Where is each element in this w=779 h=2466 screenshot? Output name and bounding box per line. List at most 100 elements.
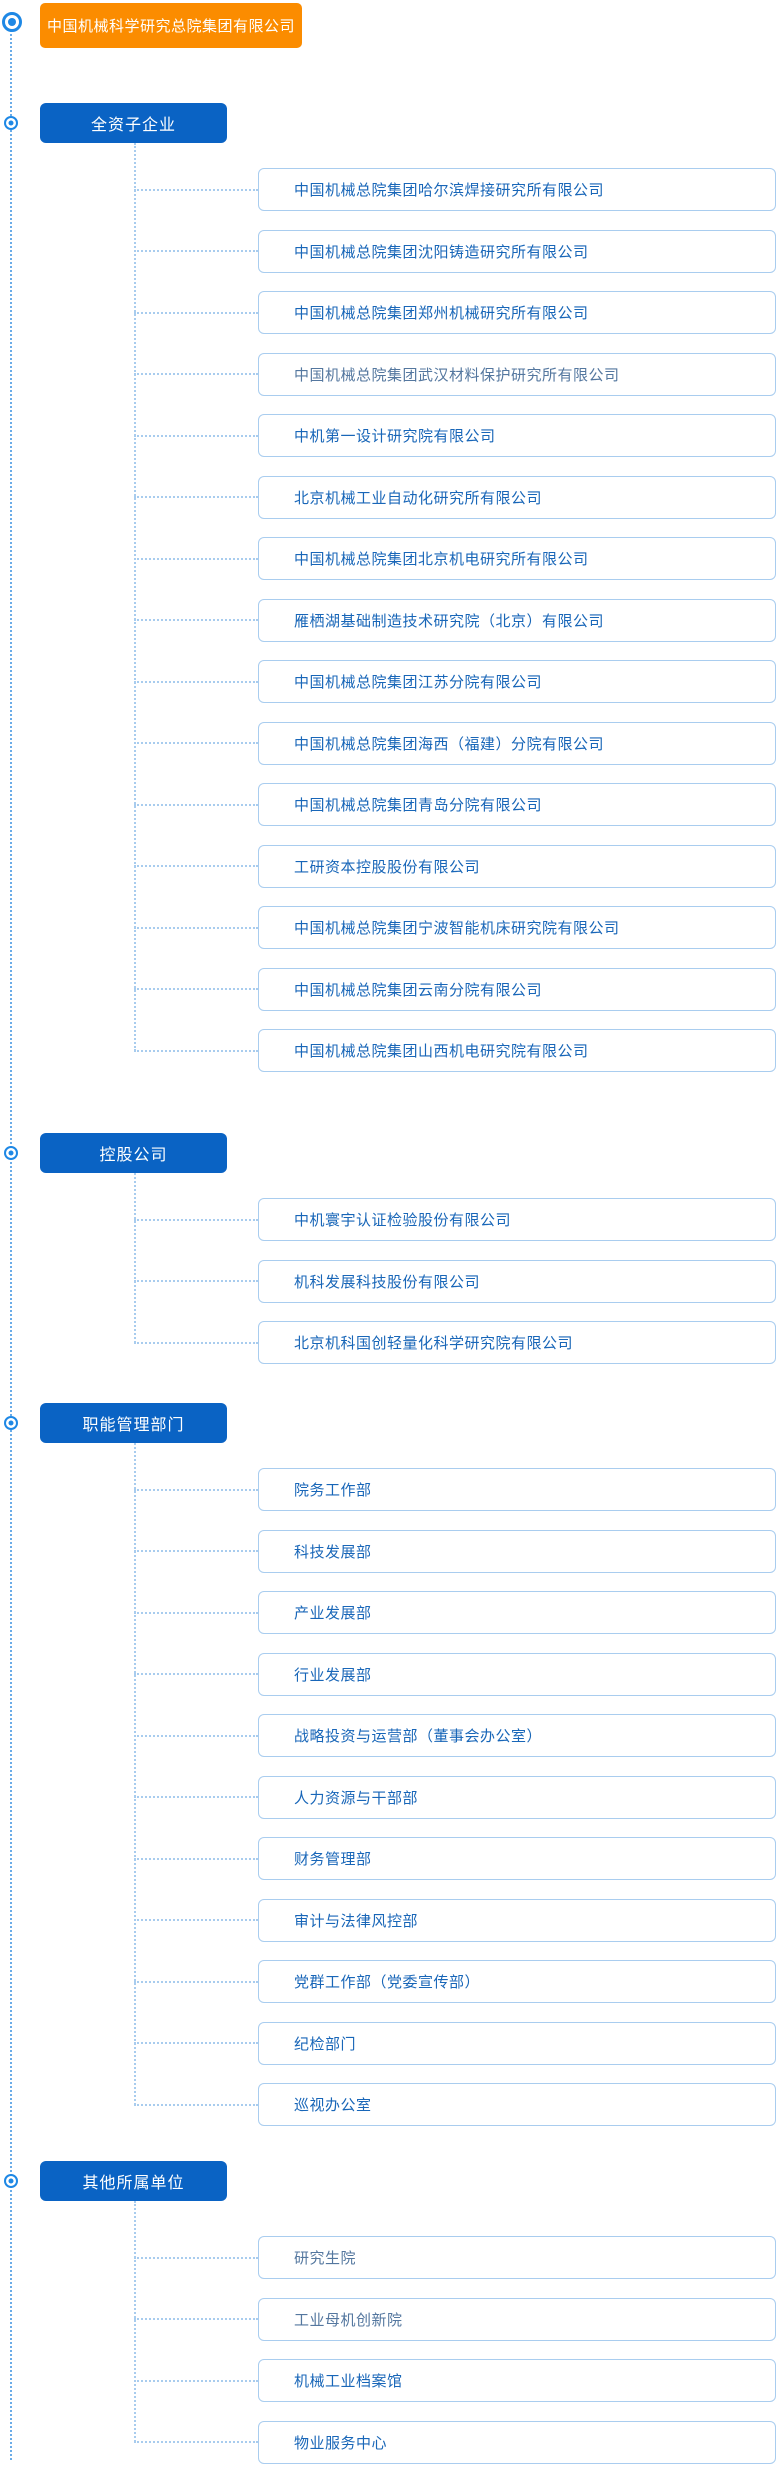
- org-item-label: 纪检部门: [294, 2035, 357, 2053]
- org-item[interactable]: 中国机械总院集团郑州机械研究所有限公司: [258, 291, 776, 334]
- org-item[interactable]: 中国机械总院集团沈阳铸造研究所有限公司: [258, 229, 776, 273]
- section-header-0[interactable]: 全资子企业: [40, 103, 227, 143]
- item-connector-line: [134, 1919, 258, 1921]
- section-header-2[interactable]: 职能管理部门: [40, 1403, 227, 1443]
- org-item-label: 工业母机创新院: [294, 2311, 403, 2329]
- org-item[interactable]: 中国机械总院集团江苏分院有限公司: [258, 660, 776, 703]
- org-item-label: 巡视办公室: [294, 2097, 372, 2114]
- org-item[interactable]: 机科发展科技股份有限公司: [258, 1259, 776, 1303]
- org-item[interactable]: 中国机械总院集团北京机电研究所有限公司: [258, 537, 776, 580]
- org-item[interactable]: 产业发展部: [258, 1591, 776, 1634]
- org-item-label: 行业发展部: [294, 1666, 372, 1684]
- item-connector-line: [134, 803, 258, 806]
- item-connector-line: [134, 1980, 258, 1983]
- org-item[interactable]: 中机第一设计研究院有限公司: [258, 414, 776, 457]
- org-item[interactable]: 雁栖湖基础制造技术研究院（北京）有限公司: [258, 598, 776, 642]
- org-item-label: 中国机械总院集团山西机电研究院有限公司: [294, 1043, 589, 1060]
- org-item[interactable]: 工业母机创新院: [258, 2297, 776, 2341]
- section-branch-line: [134, 1443, 136, 2105]
- item-connector-line: [134, 557, 258, 560]
- org-item-label: 机科发展科技股份有限公司: [294, 1273, 481, 1291]
- org-item[interactable]: 中国机械总院集团山西机电研究院有限公司: [258, 1029, 776, 1072]
- org-item[interactable]: 中机寰宇认证检验股份有限公司: [258, 1198, 776, 1241]
- org-item-label: 中国机械总院集团宁波智能机床研究院有限公司: [294, 920, 620, 937]
- org-item[interactable]: 审计与法律风控部: [258, 1898, 776, 1942]
- org-item[interactable]: 北京机科国创轻量化科学研究院有限公司: [258, 1321, 776, 1364]
- section-header-label: 控股公司: [99, 1147, 168, 1164]
- org-item[interactable]: 财务管理部: [258, 1837, 776, 1880]
- section-bullet-icon: [4, 1146, 18, 1160]
- org-item[interactable]: 中国机械总院集团海西（福建）分院有限公司: [258, 721, 776, 765]
- org-item[interactable]: 北京机械工业自动化研究所有限公司: [258, 475, 776, 519]
- item-connector-line: [134, 926, 258, 929]
- org-item-label: 中国机械总院集团江苏分院有限公司: [294, 674, 543, 691]
- root-node-label: 中国机械科学研究总院集团有限公司: [46, 18, 295, 35]
- section-bullet-icon: [4, 1416, 18, 1430]
- root-node[interactable]: 中国机械科学研究总院集团有限公司: [40, 3, 302, 48]
- org-item[interactable]: 中国机械总院集团哈尔滨焊接研究所有限公司: [258, 168, 776, 211]
- org-item[interactable]: 科技发展部: [258, 1529, 776, 1573]
- item-connector-line: [134, 680, 258, 683]
- org-item-label: 研究生院: [294, 2250, 357, 2267]
- org-item[interactable]: 工研资本控股股份有限公司: [258, 844, 776, 888]
- org-item-label: 中国机械总院集团北京机电研究所有限公司: [294, 551, 589, 568]
- org-item-label: 人力资源与干部部: [294, 1789, 419, 1807]
- org-item-label: 中国机械总院集团青岛分院有限公司: [294, 797, 543, 814]
- item-connector-line: [134, 1280, 258, 1282]
- org-item[interactable]: 中国机械总院集团云南分院有限公司: [258, 967, 776, 1011]
- item-connector-line: [134, 311, 258, 314]
- org-item[interactable]: 巡视办公室: [258, 2083, 776, 2126]
- org-item[interactable]: 研究生院: [258, 2236, 776, 2279]
- org-item-label: 中国机械总院集团海西（福建）分院有限公司: [294, 735, 605, 753]
- section-branch-line: [134, 1173, 136, 1343]
- item-connector-line: [134, 2441, 258, 2443]
- item-connector-line: [134, 1218, 258, 1221]
- org-item-label: 党群工作部（党委宣传部）: [294, 1974, 481, 1991]
- section-header-3[interactable]: 其他所属单位: [40, 2161, 227, 2201]
- item-connector-line: [134, 1734, 258, 1737]
- org-item[interactable]: 纪检部门: [258, 2021, 776, 2065]
- org-item-label: 中国机械总院集团沈阳铸造研究所有限公司: [294, 243, 589, 261]
- item-connector-line: [134, 2103, 258, 2106]
- org-item-label: 工研资本控股股份有限公司: [294, 858, 481, 876]
- org-item-label: 北京机械工业自动化研究所有限公司: [294, 489, 543, 507]
- org-item-label: 中机第一设计研究院有限公司: [294, 428, 496, 445]
- org-item[interactable]: 院务工作部: [258, 1468, 776, 1511]
- section-header-1[interactable]: 控股公司: [40, 1133, 227, 1173]
- item-connector-line: [134, 1611, 258, 1614]
- item-connector-line: [134, 188, 258, 191]
- item-connector-line: [134, 988, 258, 990]
- item-connector-line: [134, 742, 258, 744]
- org-item[interactable]: 中国机械总院集团宁波智能机床研究院有限公司: [258, 906, 776, 949]
- item-connector-line: [134, 2379, 258, 2382]
- org-item-label: 北京机科国创轻量化科学研究院有限公司: [294, 1335, 574, 1352]
- left-rail-dotted-line: [10, 30, 12, 2460]
- item-connector-line: [134, 1796, 258, 1798]
- section-header-label: 职能管理部门: [82, 1417, 185, 1434]
- item-connector-line: [134, 2042, 258, 2044]
- item-connector-line: [134, 2318, 258, 2320]
- item-connector-line: [134, 865, 258, 867]
- section-branch-line: [134, 2201, 136, 2442]
- org-item-label: 雁栖湖基础制造技术研究院（北京）有限公司: [294, 612, 605, 630]
- item-connector-line: [134, 496, 258, 498]
- section-header-label: 其他所属单位: [82, 2175, 185, 2192]
- org-item-label: 物业服务中心: [294, 2434, 388, 2452]
- org-item[interactable]: 党群工作部（党委宣传部）: [258, 1960, 776, 2003]
- org-item-label: 审计与法律风控部: [294, 1912, 419, 1930]
- org-item[interactable]: 行业发展部: [258, 1652, 776, 1696]
- org-item[interactable]: 物业服务中心: [258, 2420, 776, 2464]
- org-item-label: 战略投资与运营部（董事会办公室）: [294, 1728, 543, 1745]
- org-item[interactable]: 战略投资与运营部（董事会办公室）: [258, 1714, 776, 1757]
- org-item[interactable]: 中国机械总院集团青岛分院有限公司: [258, 783, 776, 826]
- org-item-label: 中国机械总院集团郑州机械研究所有限公司: [294, 305, 589, 322]
- org-item-label: 科技发展部: [294, 1543, 372, 1561]
- item-connector-line: [134, 1341, 258, 1344]
- org-item[interactable]: 人力资源与干部部: [258, 1775, 776, 1819]
- org-item[interactable]: 中国机械总院集团武汉材料保护研究所有限公司: [258, 352, 776, 396]
- org-item-label: 院务工作部: [294, 1482, 372, 1499]
- root-bullet-icon: [2, 12, 22, 32]
- org-item[interactable]: 机械工业档案馆: [258, 2359, 776, 2402]
- item-connector-line: [134, 373, 258, 375]
